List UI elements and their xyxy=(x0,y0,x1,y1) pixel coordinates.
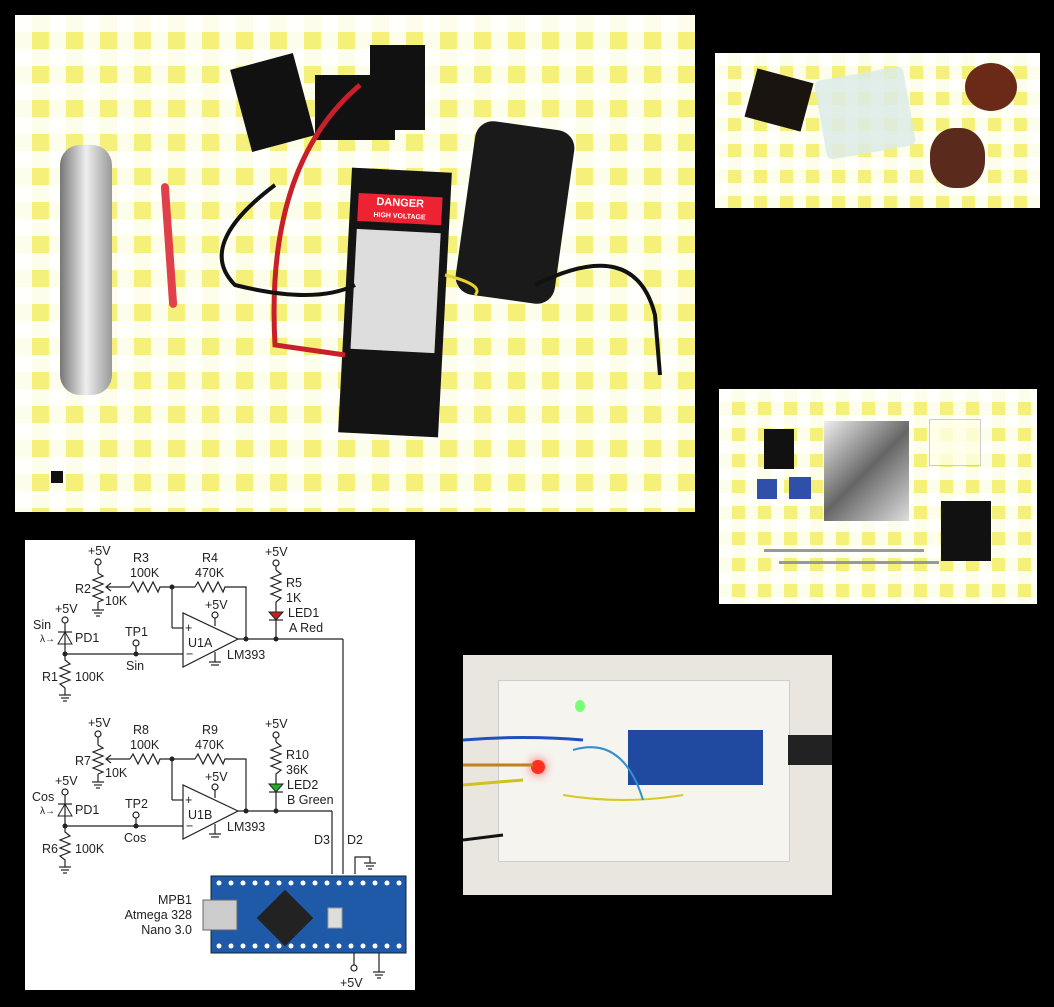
led1-red-icon xyxy=(267,611,285,621)
circuit-schematic: +− +− +5V R3 100K R4 470K R2 10K +5V R5 … xyxy=(25,540,415,990)
led1-label: LED1 xyxy=(288,606,319,620)
supply-label: +5V xyxy=(205,770,228,784)
green-led xyxy=(575,700,585,712)
cos-net-label: Cos xyxy=(124,831,146,845)
supply-label: +5V xyxy=(88,544,111,558)
r2-value: 10K xyxy=(105,594,128,608)
photo-parts xyxy=(719,389,1037,604)
photomultiplier-tube xyxy=(60,145,112,395)
r7-label: R7 xyxy=(75,754,91,768)
svg-text:+: + xyxy=(185,621,192,635)
r5-label: R5 xyxy=(286,576,302,590)
channel-a-wiring xyxy=(58,558,344,874)
light-arrow-icon: λ→ xyxy=(40,806,55,817)
r10-label: R10 xyxy=(286,748,309,762)
r7-value: 10K xyxy=(105,766,128,780)
copper-prism-2 xyxy=(930,128,985,188)
light-arrow-icon: λ→ xyxy=(40,634,55,645)
photo-breadboard xyxy=(463,655,832,895)
r4-value: 470K xyxy=(195,566,225,580)
led2-desc: B Green xyxy=(287,793,334,807)
r1-label: R1 xyxy=(42,670,58,684)
junction-dots xyxy=(62,584,279,829)
supply-label: +5V xyxy=(55,774,78,788)
u1a-label: U1A xyxy=(188,636,213,650)
lm393-label: LM393 xyxy=(227,648,265,662)
r1-value: 100K xyxy=(75,670,105,684)
photodiode-b-icon xyxy=(57,803,73,817)
channel-b-wiring xyxy=(58,730,333,874)
resistor-2 xyxy=(779,561,939,564)
led2-green-icon xyxy=(267,783,285,793)
glass-cube xyxy=(813,65,917,161)
supply-label: +5V xyxy=(340,976,363,990)
resistor-1 xyxy=(764,549,924,552)
arduino-nano xyxy=(628,730,763,785)
led2-label: LED2 xyxy=(287,778,318,792)
supply-label: +5V xyxy=(88,716,111,730)
tp1-label: TP1 xyxy=(125,625,148,639)
supply-label: +5V xyxy=(55,602,78,616)
supply-label: +5V xyxy=(265,545,288,559)
pd1-label: PD1 xyxy=(75,803,99,817)
r3-label: R3 xyxy=(133,551,149,565)
mount-block-3 xyxy=(370,45,425,130)
transistor xyxy=(764,429,794,469)
red-led-lit xyxy=(531,760,545,774)
black-square-filter xyxy=(744,68,814,132)
tp2-label: TP2 xyxy=(125,797,148,811)
led1-desc: A Red xyxy=(289,621,323,635)
r9-value: 470K xyxy=(195,738,225,752)
svg-text:+: + xyxy=(185,793,192,807)
r6-label: R6 xyxy=(42,842,58,856)
r6-value: 100K xyxy=(75,842,105,856)
holder xyxy=(941,501,991,561)
r5-value: 1K xyxy=(286,591,302,605)
d2-label: D2 xyxy=(347,833,363,847)
r9-label: R9 xyxy=(202,723,218,737)
r8-value: 100K xyxy=(130,738,160,752)
lm393-label: LM393 xyxy=(227,820,265,834)
copper-prism-1 xyxy=(965,63,1017,111)
photo-optics xyxy=(715,53,1040,208)
r8-label: R8 xyxy=(133,723,149,737)
sin-input-label: Sin xyxy=(33,618,51,632)
svg-text:−: − xyxy=(186,647,193,661)
d3-label: D3 xyxy=(314,833,330,847)
small-black-chip xyxy=(51,471,63,483)
u1b-label: U1B xyxy=(188,808,212,822)
trimpot-1 xyxy=(757,479,777,499)
trimpot-2 xyxy=(789,477,811,499)
r3-value: 100K xyxy=(130,566,160,580)
pd1-label: PD1 xyxy=(75,631,99,645)
supply-label: +5V xyxy=(205,598,228,612)
supply-label: +5V xyxy=(265,717,288,731)
photodiode-a-icon xyxy=(57,631,73,645)
r4-label: R4 xyxy=(202,551,218,565)
usb-cable xyxy=(788,735,832,765)
mcu-name: MPB1 xyxy=(158,893,192,907)
arduino-nano-board xyxy=(202,875,407,954)
cables xyxy=(219,83,662,376)
r2-label: R2 xyxy=(75,582,91,596)
mcu-chip: Atmega 328 xyxy=(125,908,192,922)
film-sheet xyxy=(929,419,981,466)
r10-value: 36K xyxy=(286,763,309,777)
mcu-board: Nano 3.0 xyxy=(141,923,192,937)
jumper-wires xyxy=(463,736,684,842)
cos-input-label: Cos xyxy=(32,790,54,804)
schematic-drawing: +− +− +5V R3 100K R4 470K R2 10K +5V R5 … xyxy=(32,544,407,990)
svg-text:−: − xyxy=(186,819,193,833)
sin-net-label: Sin xyxy=(126,659,144,673)
photo-laser-kit: DANGER HIGH VOLTAGE xyxy=(15,15,695,512)
mirror xyxy=(824,421,909,521)
